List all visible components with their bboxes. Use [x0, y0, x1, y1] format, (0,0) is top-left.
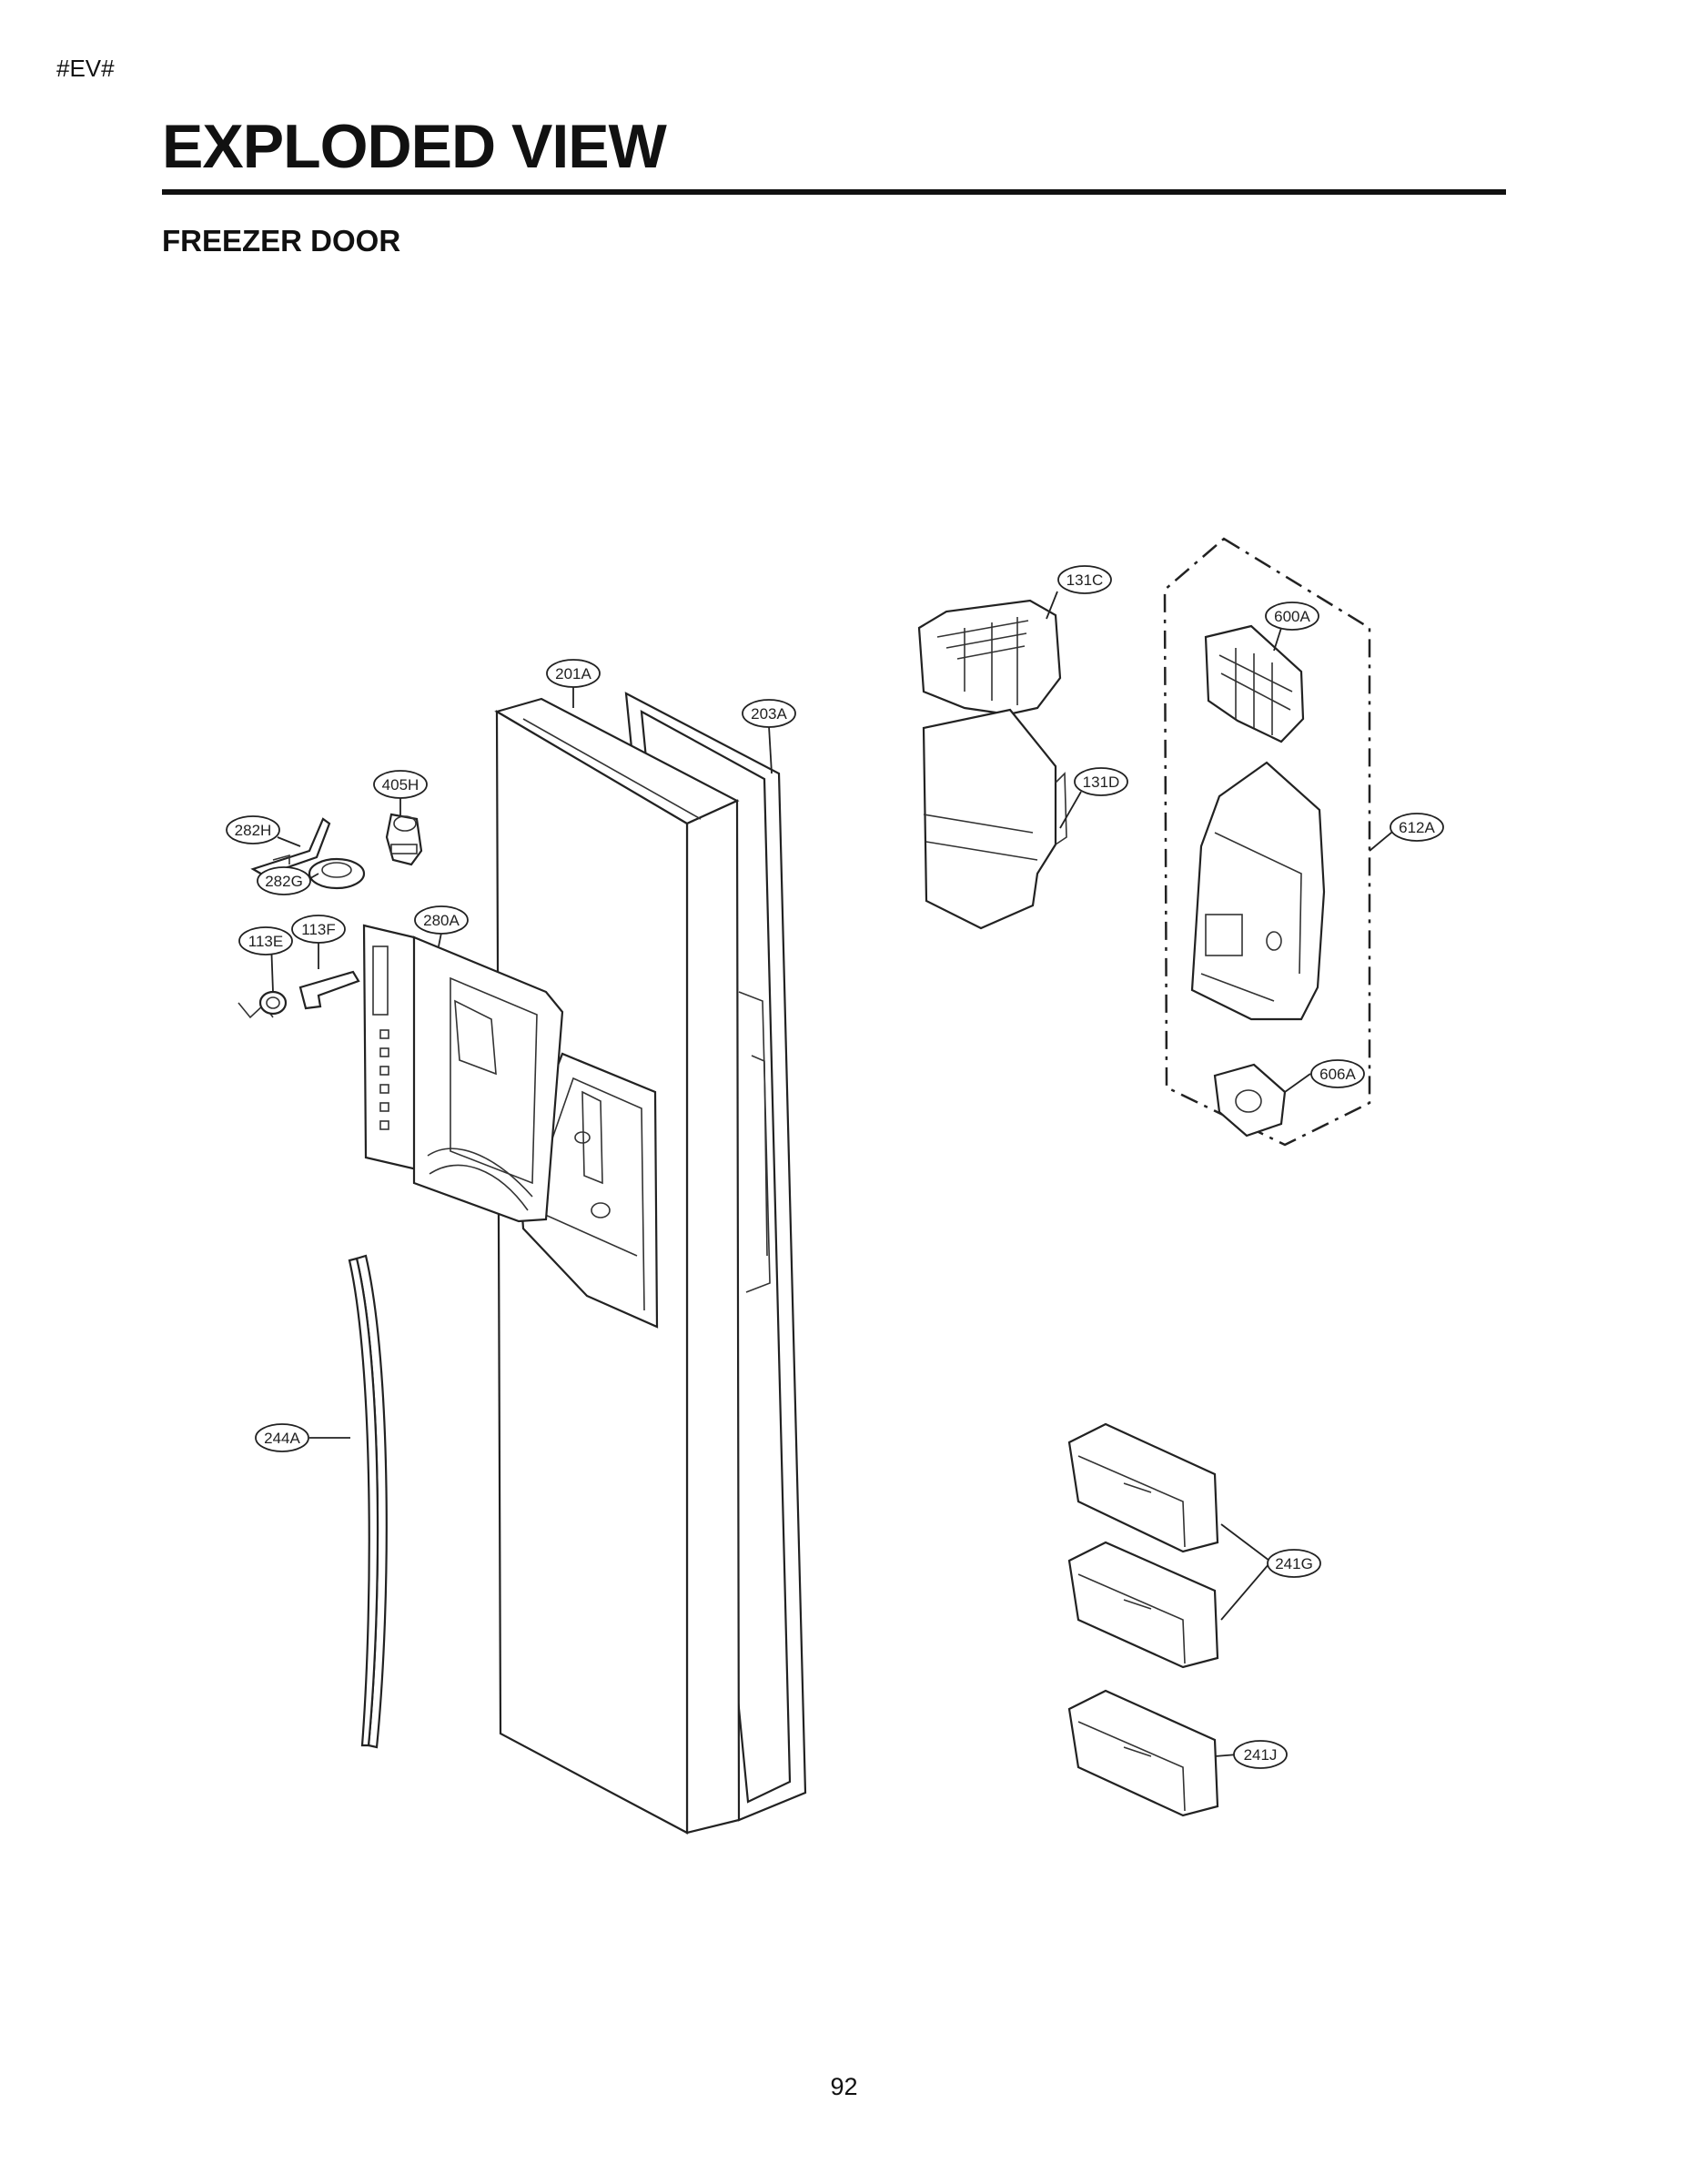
page-title: EXPLODED VIEW — [162, 112, 667, 181]
icemaker-group-outline — [1163, 537, 1371, 1147]
svg-text:241G: 241G — [1275, 1555, 1313, 1572]
auger-motor-606A — [1213, 1063, 1287, 1138]
door-bin-241J — [1067, 1689, 1219, 1817]
callout-113E: 113E — [238, 926, 293, 956]
svg-text:203A: 203A — [751, 705, 787, 723]
callout-612A: 612A — [1390, 813, 1444, 842]
part-113E — [238, 990, 288, 1019]
part-282G — [308, 857, 366, 890]
svg-text:244A: 244A — [264, 1430, 300, 1447]
svg-text:600A: 600A — [1274, 608, 1310, 625]
callout-201A: 201A — [546, 659, 601, 688]
svg-text:131C: 131C — [1066, 571, 1104, 589]
callout-241G: 241G — [1267, 1549, 1321, 1578]
callout-131D: 131D — [1074, 767, 1128, 796]
callout-113F: 113F — [291, 915, 346, 944]
svg-text:606A: 606A — [1319, 1066, 1356, 1083]
callout-203A: 203A — [742, 699, 796, 728]
svg-text:405H: 405H — [382, 776, 419, 794]
svg-text:280A: 280A — [423, 912, 460, 929]
part-405H — [385, 813, 423, 866]
callout-244A: 244A — [255, 1423, 309, 1452]
svg-text:241J: 241J — [1244, 1746, 1278, 1764]
ice-bucket-131D — [922, 708, 1067, 930]
icemaker-600A — [1204, 624, 1305, 743]
door-bin-241G-upper — [1067, 1422, 1219, 1553]
svg-text:113F: 113F — [301, 921, 336, 938]
callout-280A: 280A — [414, 905, 469, 935]
document-tag: #EV# — [56, 55, 115, 82]
callout-131C: 131C — [1057, 565, 1112, 594]
section-title: FREEZER DOOR — [162, 224, 401, 258]
door-bin-241G-lower — [1067, 1541, 1219, 1669]
callout-282H: 282H — [226, 815, 280, 844]
door-handle-244A — [348, 1254, 388, 1749]
callout-241J: 241J — [1233, 1740, 1288, 1769]
svg-text:131D: 131D — [1083, 774, 1120, 791]
svg-text:201A: 201A — [555, 665, 591, 682]
svg-text:612A: 612A — [1399, 819, 1435, 836]
callout-282G: 282G — [257, 866, 311, 895]
title-rule — [162, 189, 1506, 195]
svg-text:113E: 113E — [248, 933, 283, 950]
ice-bucket-cover-131C — [917, 599, 1062, 716]
callout-600A: 600A — [1265, 602, 1319, 631]
svg-text:282H: 282H — [235, 822, 272, 839]
callout-405H: 405H — [373, 770, 428, 799]
part-113F — [298, 970, 360, 1010]
callout-606A: 606A — [1310, 1059, 1365, 1088]
dispenser-cover-280A — [362, 924, 564, 1223]
svg-text:282G: 282G — [265, 873, 303, 890]
page-number: 92 — [830, 2073, 858, 2100]
icemaker-housing-612A — [1190, 761, 1326, 1021]
